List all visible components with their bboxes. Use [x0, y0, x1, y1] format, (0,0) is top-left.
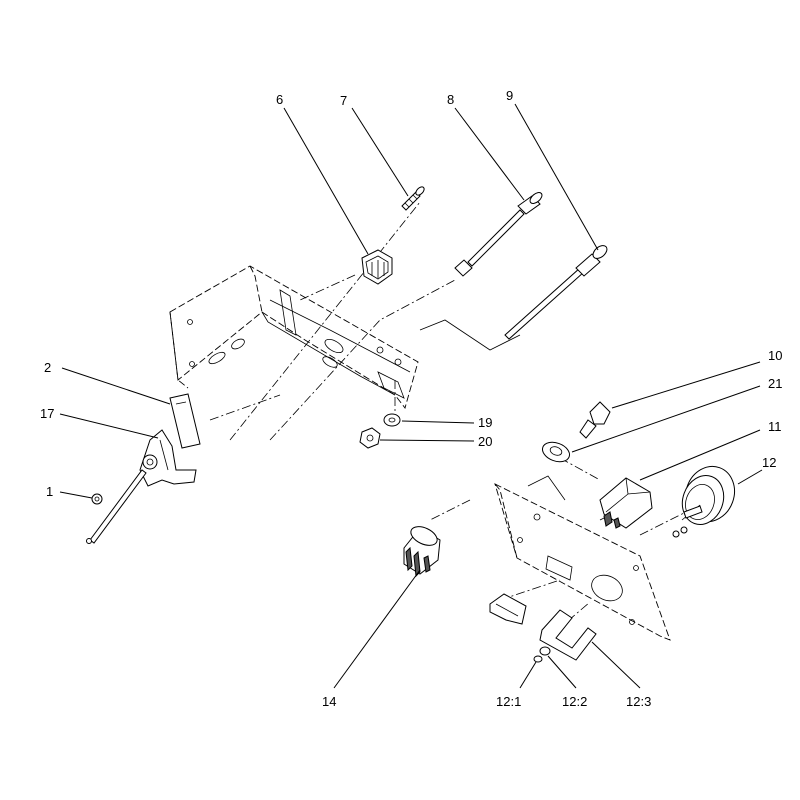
hour-meter-part-11 — [599, 477, 653, 529]
rod-part-9 — [504, 245, 608, 340]
callout-2: 2 — [44, 360, 51, 375]
plate-part-2 — [169, 393, 201, 449]
callout-17: 17 — [40, 406, 54, 421]
nut-part-20 — [359, 427, 381, 449]
lever-part-17 — [86, 429, 197, 544]
callout-sub-12-2: 12:2 — [562, 694, 587, 709]
callout-19: 19 — [478, 415, 492, 430]
callout-6: 6 — [276, 92, 283, 107]
callout-11: 11 — [768, 419, 782, 434]
nut-part-1 — [91, 493, 103, 505]
washer-part-12-2 — [539, 646, 551, 656]
callout-10: 10 — [768, 348, 782, 363]
callout-8: 8 — [447, 92, 454, 107]
lower-panel — [494, 475, 671, 641]
callout-20: 20 — [478, 434, 492, 449]
switch-bracket — [489, 593, 527, 625]
cable-part-8 — [454, 192, 543, 277]
nut-part-12-1 — [533, 655, 543, 663]
plug-part-10 — [579, 401, 611, 439]
connector-part-14 — [403, 526, 441, 578]
gauge-part-12 — [672, 465, 736, 538]
knob-part-6 — [361, 249, 393, 285]
callout-1: 1 — [46, 484, 53, 499]
bracket-part-12-3 — [539, 609, 597, 661]
callout-7: 7 — [340, 93, 347, 108]
washer-part-19 — [383, 413, 401, 427]
screw-part-7 — [401, 186, 425, 211]
upper-bracket — [169, 265, 419, 409]
grommet-part-21 — [541, 441, 571, 463]
callout-sub-12-3: 12:3 — [626, 694, 651, 709]
callout-labels: 6 7 8 9 2 17 1 19 20 10 21 11 12 14 12:1… — [40, 88, 782, 709]
leader-lines — [59, 103, 763, 689]
callout-9: 9 — [506, 88, 513, 103]
callout-sub-12-1: 12:1 — [496, 694, 521, 709]
callout-21: 21 — [768, 376, 782, 391]
callout-14: 14 — [322, 694, 336, 709]
callout-12: 12 — [762, 455, 776, 470]
assembly-centerlines — [209, 201, 691, 633]
